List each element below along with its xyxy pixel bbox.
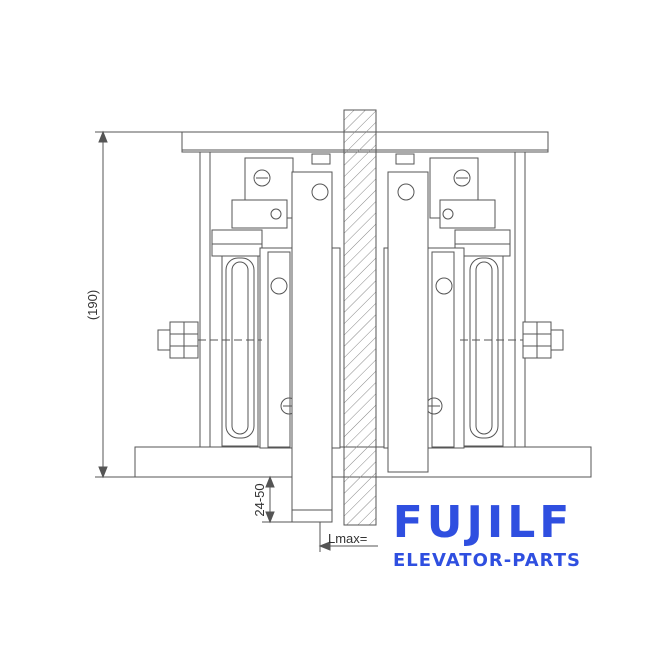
gap-dimension	[262, 475, 292, 524]
right-bracket	[429, 157, 496, 229]
height-dimension	[95, 130, 182, 479]
left-adjust-bolt	[157, 321, 262, 359]
lmax-dimension	[318, 522, 378, 552]
height-dimension-label: (190)	[85, 290, 100, 320]
gap-dimension-label: 24-50	[252, 483, 267, 516]
left-bracket	[231, 157, 294, 229]
logo-tagline: ELEVATOR-PARTS	[393, 550, 581, 571]
logo-brand: FUJILF	[393, 497, 574, 548]
guide-rail	[343, 109, 377, 526]
left-frame	[199, 152, 263, 447]
left-wedge	[291, 153, 333, 523]
lmax-label: Lmax=	[328, 531, 367, 546]
right-wedge	[387, 153, 429, 473]
right-adjust-bolt	[460, 321, 564, 359]
